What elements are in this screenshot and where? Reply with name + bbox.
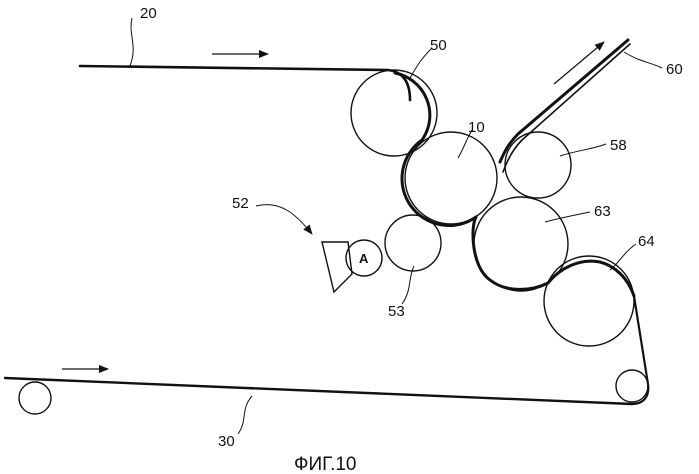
small-roll-bottom-right bbox=[616, 370, 648, 402]
label-58: 58 bbox=[610, 137, 627, 154]
label-10: 10 bbox=[468, 119, 485, 136]
label-50: 50 bbox=[430, 37, 447, 54]
leader-53 bbox=[402, 266, 414, 304]
roll-64 bbox=[544, 256, 634, 346]
label-63: 63 bbox=[594, 203, 611, 220]
label-60: 60 bbox=[666, 61, 683, 78]
leader-63 bbox=[545, 212, 590, 222]
label-53: 53 bbox=[388, 303, 405, 320]
leader-20 bbox=[130, 18, 133, 66]
leader-60 bbox=[624, 52, 662, 68]
roll-50 bbox=[351, 70, 437, 156]
figure-caption: ФИГ.10 bbox=[294, 454, 356, 474]
label-64: 64 bbox=[638, 233, 655, 250]
leader-50 bbox=[410, 48, 432, 78]
web-30-path bbox=[5, 378, 632, 404]
label-52: 52 bbox=[232, 195, 249, 212]
dispenser-letter: A bbox=[359, 251, 369, 266]
roll-58 bbox=[505, 132, 571, 198]
leader-52 bbox=[256, 205, 312, 234]
label-30: 30 bbox=[218, 433, 235, 450]
roll-10 bbox=[405, 132, 497, 224]
label-20: 20 bbox=[140, 5, 157, 22]
web-to-bottom-roller bbox=[632, 296, 648, 404]
small-roll-bottom-left bbox=[19, 382, 51, 414]
web-20-path bbox=[80, 66, 410, 100]
roll-63-wrap bbox=[473, 217, 548, 289]
leader-64 bbox=[610, 244, 636, 270]
leader-30 bbox=[238, 396, 252, 434]
arrow-output-web bbox=[554, 42, 604, 84]
